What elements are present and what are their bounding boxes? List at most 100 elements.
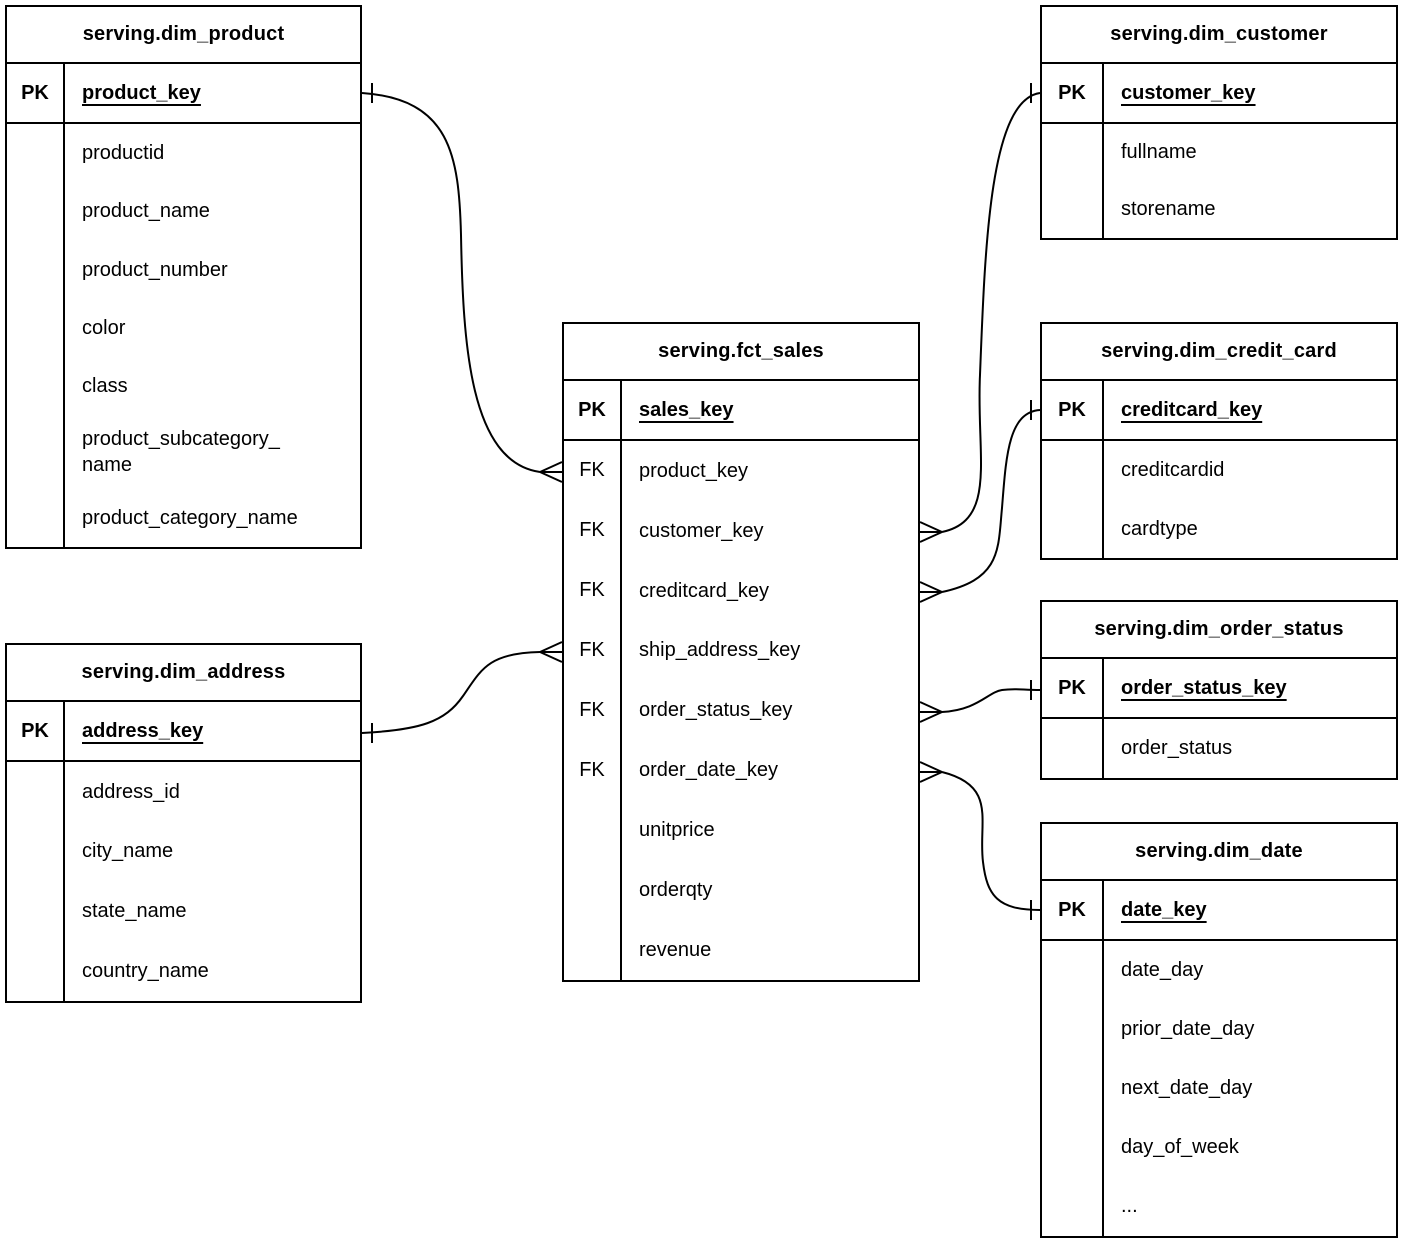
key-cell [7, 124, 65, 183]
key-cell [7, 821, 65, 882]
pk-field-name: sales_key [639, 398, 734, 421]
table-dim-address: serving.dim_address PK address_key addre… [5, 643, 362, 1003]
field-row: next_date_day [1042, 1059, 1396, 1118]
pk-row: PK date_key [1042, 881, 1396, 941]
field-row: unitprice [564, 800, 918, 861]
table-title: serving.dim_address [7, 645, 360, 702]
key-cell [7, 415, 65, 489]
fk-label: FK [564, 620, 622, 681]
key-cell [1042, 441, 1104, 500]
field-row: color [7, 299, 360, 358]
key-cell [1042, 499, 1104, 558]
pk-label: PK [7, 64, 65, 122]
crow-foot-many-icon [919, 701, 943, 723]
field-name: color [82, 317, 126, 339]
key-cell [1042, 719, 1104, 778]
connector-line [361, 92, 541, 473]
fields-body: fullname storename [1042, 124, 1396, 238]
key-cell [7, 240, 65, 300]
field-name: product_number [82, 258, 228, 281]
connector-line [941, 688, 1041, 713]
field-name: country_name [82, 959, 209, 982]
key-cell [1042, 1000, 1104, 1059]
table-dim-order-status: serving.dim_order_status PK order_status… [1040, 600, 1398, 780]
key-cell [1042, 941, 1104, 1000]
pk-field-name: customer_key [1121, 81, 1256, 104]
field-name: orderqty [639, 878, 713, 901]
field-row: fullname [1042, 124, 1396, 181]
pk-field-name: product_key [82, 81, 201, 104]
pk-field-name: creditcard_key [1121, 398, 1263, 421]
field-row: storename [1042, 181, 1396, 238]
key-cell [7, 881, 65, 942]
field-name: state_name [82, 900, 187, 923]
connector-line [941, 92, 1041, 533]
key-cell [7, 357, 65, 416]
pk-label: PK [1042, 881, 1104, 939]
relationship-sales-product [361, 83, 563, 483]
pk-label: PK [1042, 64, 1104, 122]
crow-foot-many-icon [919, 761, 943, 783]
connector-line [941, 409, 1041, 593]
field-row: order_status [1042, 719, 1396, 778]
field-row: cardtype [1042, 499, 1396, 558]
key-cell [1042, 181, 1104, 238]
field-name: date_day [1121, 959, 1204, 982]
relationship-sales-address [361, 641, 563, 743]
field-name: ship_address_key [639, 639, 801, 662]
pk-row: PK sales_key [564, 381, 918, 441]
field-row: FK order_status_key [564, 680, 918, 741]
field-name: order_status_key [639, 699, 793, 722]
relationship-sales-date [919, 761, 1041, 920]
key-cell [7, 762, 65, 822]
field-row: date_day [1042, 941, 1396, 1000]
table-dim-date: serving.dim_date PK date_key date_day pr… [1040, 822, 1398, 1238]
field-row: FK product_key [564, 441, 918, 501]
table-dim-credit-card: serving.dim_credit_card PK creditcard_ke… [1040, 322, 1398, 560]
connector-line [361, 651, 541, 734]
field-name: prior_date_day [1121, 1018, 1255, 1041]
field-row: city_name [7, 821, 360, 882]
key-cell [7, 488, 65, 547]
field-name: cardtype [1121, 517, 1198, 540]
fields-body: order_status [1042, 719, 1396, 778]
field-name: fullname [1121, 141, 1197, 164]
fields-body: date_day prior_date_day next_date_day da… [1042, 941, 1396, 1236]
crow-foot-many-icon [539, 641, 563, 663]
field-row: productid [7, 124, 360, 183]
crow-foot-many-icon [539, 461, 563, 483]
key-cell [1042, 1177, 1104, 1236]
fk-label: FK [564, 560, 622, 621]
field-row: FK creditcard_key [564, 560, 918, 621]
relationship-sales-customer [919, 83, 1041, 543]
field-row: product_subcategory_ name [7, 415, 360, 489]
crow-foot-many-icon [919, 581, 943, 603]
field-row: address_id [7, 762, 360, 822]
field-row: FK order_date_key [564, 740, 918, 801]
table-fct-sales: serving.fct_sales PK sales_key FK produc… [562, 322, 920, 982]
field-name: address_id [82, 780, 180, 803]
pk-field-name: address_key [82, 719, 204, 742]
table-title: serving.dim_date [1042, 824, 1396, 881]
field-name: storename [1121, 198, 1216, 221]
field-name: product_subcategory_ name [82, 427, 280, 477]
field-name: customer_key [639, 519, 764, 542]
pk-row: PK product_key [7, 64, 360, 124]
field-row: country_name [7, 941, 360, 1001]
pk-field-name: order_status_key [1121, 676, 1287, 699]
table-dim-customer: serving.dim_customer PK customer_key ful… [1040, 5, 1398, 240]
pk-row: PK customer_key [1042, 64, 1396, 124]
fields-body: productid product_name product_number co… [7, 124, 360, 547]
field-name: product_category_name [82, 506, 298, 529]
field-name: order_date_key [639, 759, 778, 782]
pk-row: PK address_key [7, 702, 360, 762]
key-cell [7, 299, 65, 358]
field-row: product_number [7, 240, 360, 300]
table-title: serving.dim_customer [1042, 7, 1396, 64]
pk-row: PK creditcard_key [1042, 381, 1396, 441]
table-title: serving.dim_product [7, 7, 360, 64]
field-name: day_of_week [1121, 1136, 1239, 1159]
field-name: class [82, 375, 128, 398]
